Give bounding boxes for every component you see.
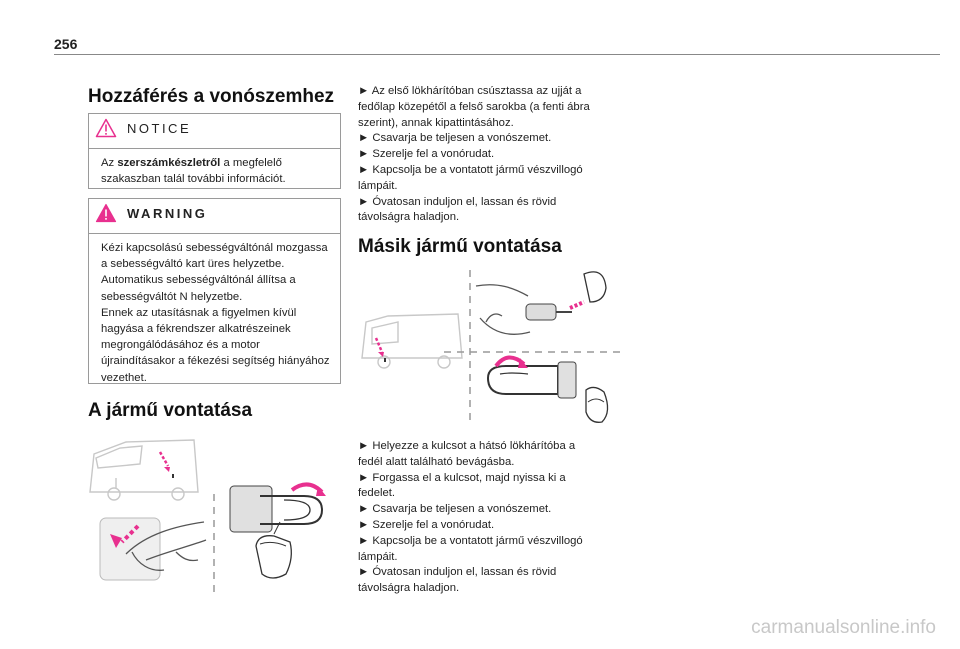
warning-title: WARNING xyxy=(127,205,208,221)
warning-text: Kézi kapcsolású sebességváltónál mozgass… xyxy=(101,242,330,384)
rear-tow-eye-illustration xyxy=(361,270,620,423)
heading-towing-other-vehicle: Másik jármű vontatása xyxy=(358,236,562,257)
access-steps: ► Az első lökhárítóban csúsztassa az ujj… xyxy=(358,85,590,224)
warning-triangle-icon xyxy=(95,118,117,138)
page-number: 256 xyxy=(54,36,78,52)
heading-towing-vehicle: A jármű vontatása xyxy=(88,400,253,421)
notice-box: NOTICE Az szerszámkészletről a megfelelő… xyxy=(88,113,341,189)
heading-access-tow-eye: Hozzáférés a vonószemhez xyxy=(88,86,335,107)
warning-triangle-icon xyxy=(95,203,117,223)
notice-title: NOTICE xyxy=(127,120,192,136)
notice-text: Az szerszámkészletről a megfelelő szakas… xyxy=(101,157,286,186)
header-rule xyxy=(54,54,940,55)
watermark: carmanualsonline.info xyxy=(751,617,936,638)
front-tow-eye-illustration xyxy=(89,439,326,594)
other-vehicle-steps: ► Helyezze a kulcsot a hátsó lökhárítóba… xyxy=(358,440,583,595)
warning-box: WARNING Kézi kapcsolású sebességváltónál… xyxy=(88,198,341,384)
